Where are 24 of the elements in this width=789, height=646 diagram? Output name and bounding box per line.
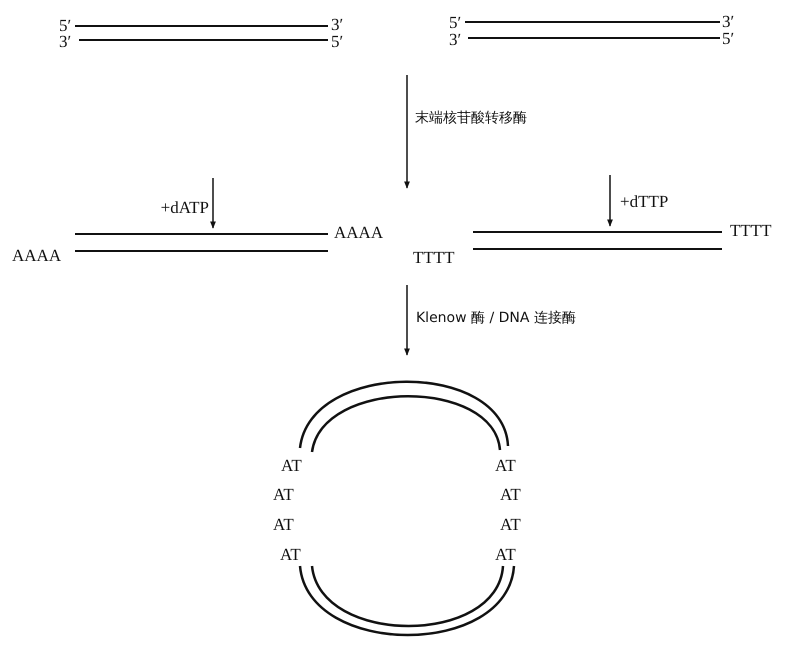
reagent-label: +dTTP: [620, 193, 668, 210]
tail-label: AAAA: [12, 247, 62, 264]
base-pair-label: AT: [273, 516, 294, 533]
base-pair-label: AT: [495, 546, 516, 563]
strand-end-label: 5′: [722, 30, 734, 47]
base-pair-label: AT: [281, 457, 302, 474]
strand-end-label: 3′: [722, 13, 734, 30]
base-pair-label: AT: [273, 486, 294, 503]
strand-end-label: 3′: [449, 31, 462, 48]
base-pair-label: AT: [500, 486, 521, 503]
enzyme-label: 末端核苷酸转移酶: [415, 111, 527, 125]
strand-end-label: 3′: [331, 16, 344, 33]
enzyme-label: Klenow 酶 / DNA 连接酶: [416, 311, 576, 325]
reagent-label: +dATP: [160, 199, 209, 216]
tail-label: TTTT: [730, 222, 772, 239]
tail-label: TTTT: [413, 249, 455, 266]
base-pair-label: AT: [280, 546, 301, 563]
tail-label: AAAA: [334, 224, 384, 241]
strand-end-label: 5′: [331, 33, 344, 50]
base-pair-label: AT: [495, 457, 516, 474]
strand-end-label: 5′: [449, 14, 462, 31]
strand-end-label: 5′: [59, 17, 72, 34]
strand-end-label: 3′: [59, 33, 72, 50]
base-pair-label: AT: [500, 516, 521, 533]
